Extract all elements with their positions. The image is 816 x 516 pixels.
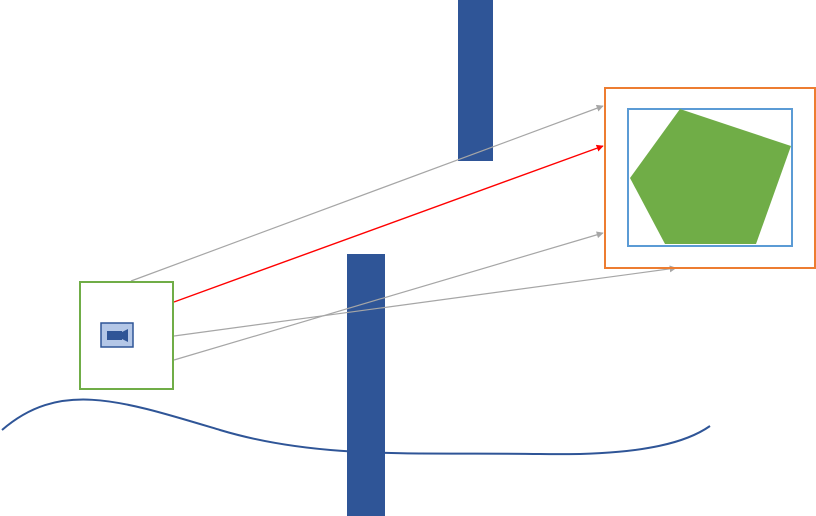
- camera-icon[interactable]: [100, 322, 134, 348]
- ray-secondary-1: [130, 104, 604, 282]
- ray-primary: [173, 144, 604, 303]
- wall-top: [458, 0, 493, 161]
- target-inner-box: [627, 108, 793, 247]
- target-box[interactable]: [604, 87, 816, 269]
- wall-bottom: [347, 254, 385, 516]
- ray-secondary-2: [173, 265, 677, 337]
- source-box[interactable]: [79, 281, 174, 390]
- target-pentagon: [630, 109, 791, 244]
- ray-secondary-3: [173, 231, 604, 361]
